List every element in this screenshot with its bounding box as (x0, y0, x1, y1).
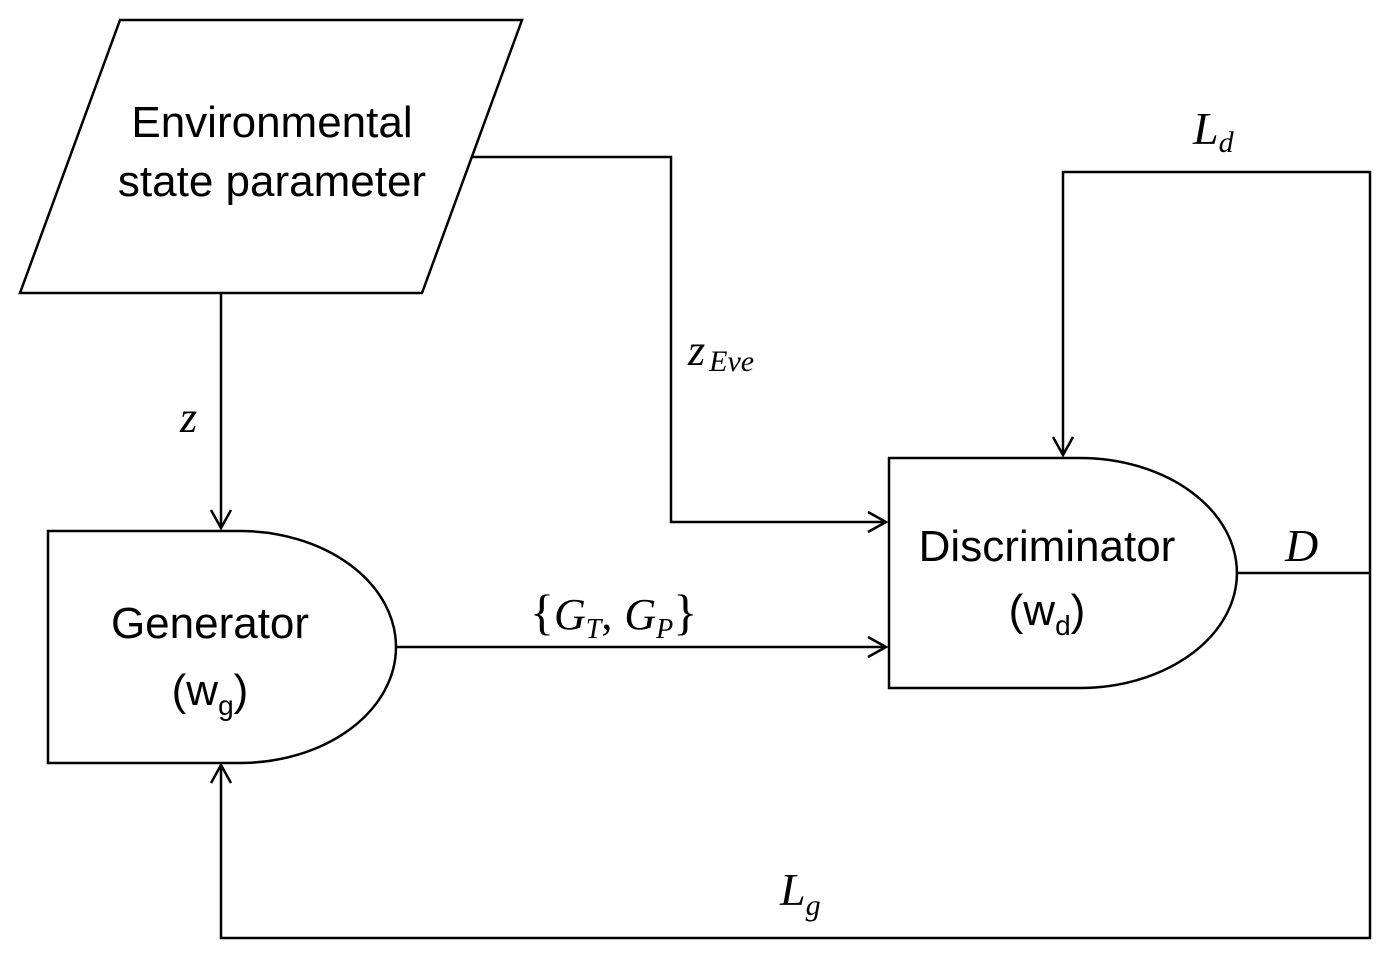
environment-label-line2: state parameter (118, 157, 426, 206)
discriminator-weight-close: ) (1071, 586, 1086, 635)
connector-z-eve (472, 155, 889, 534)
discriminator-block: Discriminator (wd) (887, 456, 1239, 690)
label-brace-close: } (673, 584, 697, 640)
discriminator-weight: (wd) (1009, 586, 1086, 641)
discriminator-shape (887, 456, 1239, 690)
label-l-g: Lg (779, 864, 821, 922)
generator-weight-open: (w (172, 666, 219, 715)
label-l-d-base: L (1192, 103, 1219, 154)
label-z-eve-base: z (687, 326, 705, 375)
environment-label-line1: Environmental (131, 98, 412, 147)
generator-block: Generator (wg) (46, 529, 398, 765)
arrowhead-into-discriminator-samples (867, 635, 889, 659)
arrowhead-into-discriminator-top (1051, 436, 1075, 458)
generator-weight: (wg) (172, 666, 249, 721)
generator-title: Generator (111, 599, 309, 648)
label-brace-open: { (530, 584, 554, 640)
discriminator-weight-sub: d (1055, 610, 1071, 641)
label-l-g-sub: g (806, 889, 821, 922)
label-g2-base: G (624, 590, 656, 639)
environment-shape (18, 18, 524, 295)
label-g1-sub: T (586, 614, 604, 645)
generator-shape (46, 529, 398, 765)
label-g1-base: G (554, 590, 586, 639)
generator-weight-close: ) (234, 666, 249, 715)
label-z: z (179, 393, 197, 442)
discriminator-weight-open: (w (1009, 586, 1056, 635)
generator-weight-sub: g (218, 690, 234, 721)
label-l-g-base: L (779, 864, 806, 915)
connector-generated-samples (396, 635, 889, 659)
label-comma: , (601, 590, 612, 639)
arrowhead-into-generator-bottom (209, 762, 233, 784)
discriminator-title: Discriminator (919, 522, 1176, 571)
environment-block: Environmental state parameter (18, 18, 524, 295)
arrowhead-into-generator-top (209, 509, 233, 531)
connector-z (209, 293, 233, 531)
label-d: D (1284, 520, 1318, 571)
label-generated-samples: {GT,GP} (530, 584, 697, 645)
connector-feedback (209, 170, 1372, 940)
label-l-d: Ld (1192, 103, 1235, 159)
label-z-eve-sub: Eve (708, 345, 754, 378)
label-g2-sub: P (655, 614, 673, 645)
arrowhead-into-discriminator-zeve (867, 510, 889, 534)
label-l-d-sub: d (1219, 126, 1235, 159)
